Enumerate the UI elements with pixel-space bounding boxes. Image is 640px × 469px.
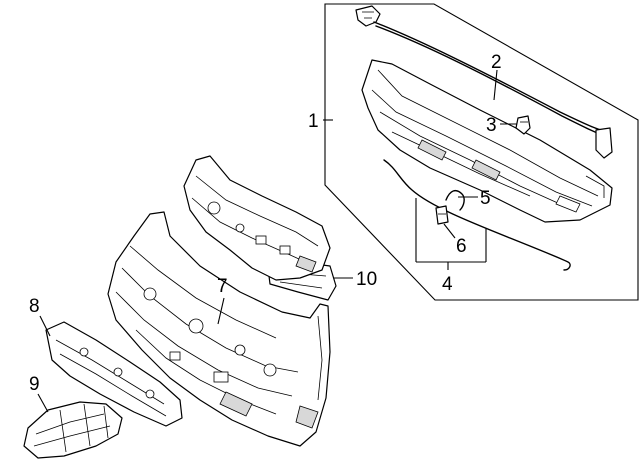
- part-3-clip: [515, 115, 531, 135]
- cowl-top-panel: [361, 59, 613, 223]
- part-7-dash-panel: [107, 211, 331, 447]
- callout-7: 7: [217, 276, 228, 297]
- callout-10: 10: [356, 269, 377, 290]
- callout-6: 6: [456, 236, 467, 257]
- inset-box: [324, 3, 639, 301]
- callout-5: 5: [480, 188, 491, 209]
- part-8-insulator: [45, 321, 183, 427]
- callout-2: 2: [491, 52, 502, 73]
- upper-dash-panel: [183, 155, 331, 281]
- callout-labels: 1 2 3 4 5 6 7 8 9 10: [29, 52, 502, 395]
- callout-8: 8: [29, 296, 40, 317]
- part-9-insulator-pad: [23, 401, 123, 459]
- callout-1: 1: [308, 111, 319, 132]
- part-5-clip: [445, 189, 465, 211]
- callout-9: 9: [29, 374, 40, 395]
- part-6-drain-hose: [383, 159, 571, 271]
- part-2-seal: [355, 5, 613, 159]
- callout-3: 3: [486, 115, 497, 136]
- callout-4: 4: [442, 274, 453, 295]
- leader-lines: [37, 69, 517, 413]
